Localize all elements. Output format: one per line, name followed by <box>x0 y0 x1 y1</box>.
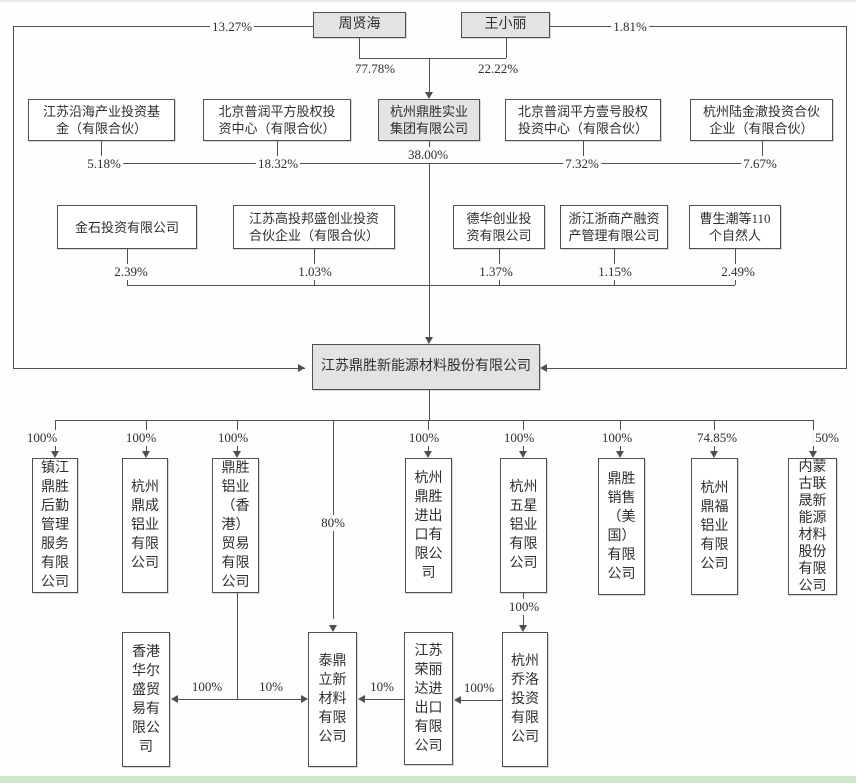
node-hangzhou-lujinche: 杭州陆金澈投资合伙企业（有限合伙） <box>690 99 833 141</box>
connector-line <box>101 163 762 164</box>
node-jiangsu-gaotou-bangsheng: 江苏高投邦盛创业投资合伙企业（有限合伙） <box>233 205 395 249</box>
arrowhead <box>425 92 433 99</box>
arrowhead <box>142 451 150 458</box>
ownership-pct-label: 22.22% <box>477 61 519 76</box>
arrowhead <box>519 625 527 632</box>
node-jiangsu-ronglida: 江苏荣丽达进出口有限公司 <box>404 632 453 765</box>
arrowhead <box>424 451 432 458</box>
node-hangzhou-dingfu: 杭州鼎福铝业有限公司 <box>691 458 738 595</box>
arrowhead <box>809 451 817 458</box>
connector-line <box>365 699 404 700</box>
node-hangzhou-dingsheng-group: 杭州鼎胜实业集团有限公司 <box>378 99 480 141</box>
connector-line <box>55 420 813 421</box>
node-wang-xiaoli: 王小丽 <box>461 12 550 38</box>
arrowhead <box>358 695 365 703</box>
ownership-pct-label: 18.32% <box>255 156 301 172</box>
arrowhead <box>233 451 241 458</box>
node-zhenjiang-houqin: 镇江鼎胜后勤管理服务有限公司 <box>32 458 78 593</box>
ownership-pct-label: 100% <box>506 599 542 615</box>
ownership-pct-label: 100% <box>123 430 159 446</box>
ownership-pct-label: 10% <box>259 679 283 694</box>
arrowhead <box>616 451 624 458</box>
connector-line <box>101 141 102 163</box>
node-hangzhou-wuxing: 杭州五星铝业有限公司 <box>500 458 547 593</box>
node-beijing-purun-pingfang-yihao: 北京普润平方壹号股权投资中心（有限合伙） <box>505 99 661 141</box>
connector-line <box>127 285 735 286</box>
ownership-pct-label: 10% <box>370 679 394 694</box>
connector-line <box>846 26 847 368</box>
connector-line <box>429 141 430 338</box>
node-natural-persons: 曹生潮等110个自然人 <box>689 205 781 249</box>
ownership-pct-label: 1.37% <box>477 264 515 280</box>
node-jinshi-investment: 金石投资有限公司 <box>57 205 197 249</box>
ownership-pct-label: 77.78% <box>354 61 396 76</box>
connector-line <box>237 593 238 699</box>
connector-line <box>429 390 430 420</box>
connector-line <box>13 368 305 369</box>
node-hangzhou-qiaoluo: 杭州乔洛投资有限公司 <box>502 632 548 767</box>
ownership-pct-label: 1.15% <box>596 264 634 280</box>
node-zhou-xianhai: 周贤海 <box>313 12 406 38</box>
ownership-pct-label: 100% <box>215 430 251 446</box>
arrowhead <box>519 451 527 458</box>
connector-line <box>550 26 847 27</box>
footer-green-bar <box>0 776 856 783</box>
connector-line <box>506 38 507 58</box>
node-neimenggu-liansheng: 内蒙古联晟新能源材料股份有限公司 <box>788 458 837 595</box>
node-jiangsu-yanhai-fund: 江苏沿海产业投资基金（有限合伙） <box>28 99 175 141</box>
ownership-pct-label: 7.32% <box>563 156 601 172</box>
ownership-pct-label: 38.00% <box>405 147 451 163</box>
node-dingsheng-sales-usa: 鼎胜销售（美国）有限公司 <box>598 458 645 595</box>
ownership-pct-label: 100% <box>406 430 442 446</box>
node-main-company: 江苏鼎胜新能源材料股份有限公司 <box>312 344 540 390</box>
arrowhead <box>329 625 337 632</box>
ownership-pct-label: 100% <box>24 430 60 446</box>
ownership-pct-label: 2.49% <box>719 264 757 280</box>
ownership-pct-label: 50% <box>813 430 841 446</box>
ownership-pct-label: 2.39% <box>112 264 150 280</box>
ownership-pct-label: 7.67% <box>741 156 779 172</box>
arrowhead <box>298 364 305 372</box>
connector-line <box>429 58 430 92</box>
arrowhead <box>301 695 308 703</box>
ownership-pct-label: 13.27% <box>209 19 255 35</box>
ownership-pct-label: 1.03% <box>296 264 334 280</box>
connector-line <box>546 368 847 369</box>
node-hangzhou-dingcheng: 杭州鼎成铝业有限公司 <box>122 458 168 593</box>
ownership-pct-label: 100% <box>599 430 635 446</box>
node-hangzhou-dingsheng-import-export: 杭州鼎胜进出口有限公司 <box>405 458 452 593</box>
ownership-pct-label: 5.18% <box>85 156 123 172</box>
connector-line <box>461 700 502 701</box>
connector-line <box>178 699 302 700</box>
connector-line <box>13 26 313 27</box>
arrowhead <box>171 695 178 703</box>
node-zhejiang-zheshang: 浙江浙商产融资产管理有限公司 <box>560 205 668 249</box>
connector-line <box>359 38 360 58</box>
ownership-pct-label: 100% <box>191 679 223 694</box>
top-edge-strip <box>0 0 856 2</box>
arrowhead <box>51 451 59 458</box>
ownership-pct-label: 80% <box>319 515 347 531</box>
ownership-pct-label: 100% <box>463 680 495 695</box>
arrowhead <box>540 364 547 372</box>
connector-line <box>359 58 506 59</box>
connector-line <box>583 141 584 163</box>
arrowhead <box>454 696 461 704</box>
ownership-pct-label: 74.85% <box>694 430 740 446</box>
node-beijing-purun-pingfang: 北京普润平方股权投资中心（有限合伙） <box>203 99 351 141</box>
ownership-pct-label: 100% <box>501 430 537 446</box>
connector-line <box>13 26 14 368</box>
node-dehua-venture: 德华创业投资有限公司 <box>453 205 545 249</box>
node-hk-huaersheng: 香港华尔盛贸易有限公司 <box>122 632 170 767</box>
connector-line <box>762 141 763 163</box>
arrowhead <box>425 337 433 344</box>
ownership-pct-label: 1.81% <box>611 19 649 35</box>
arrowhead <box>710 451 718 458</box>
node-dingsheng-hk-trading: 鼎胜铝业（香港）贸易有限公司 <box>212 458 259 593</box>
connector-line <box>277 141 278 163</box>
node-taiding-lixin: 泰鼎立新材料有限公司 <box>308 632 357 767</box>
